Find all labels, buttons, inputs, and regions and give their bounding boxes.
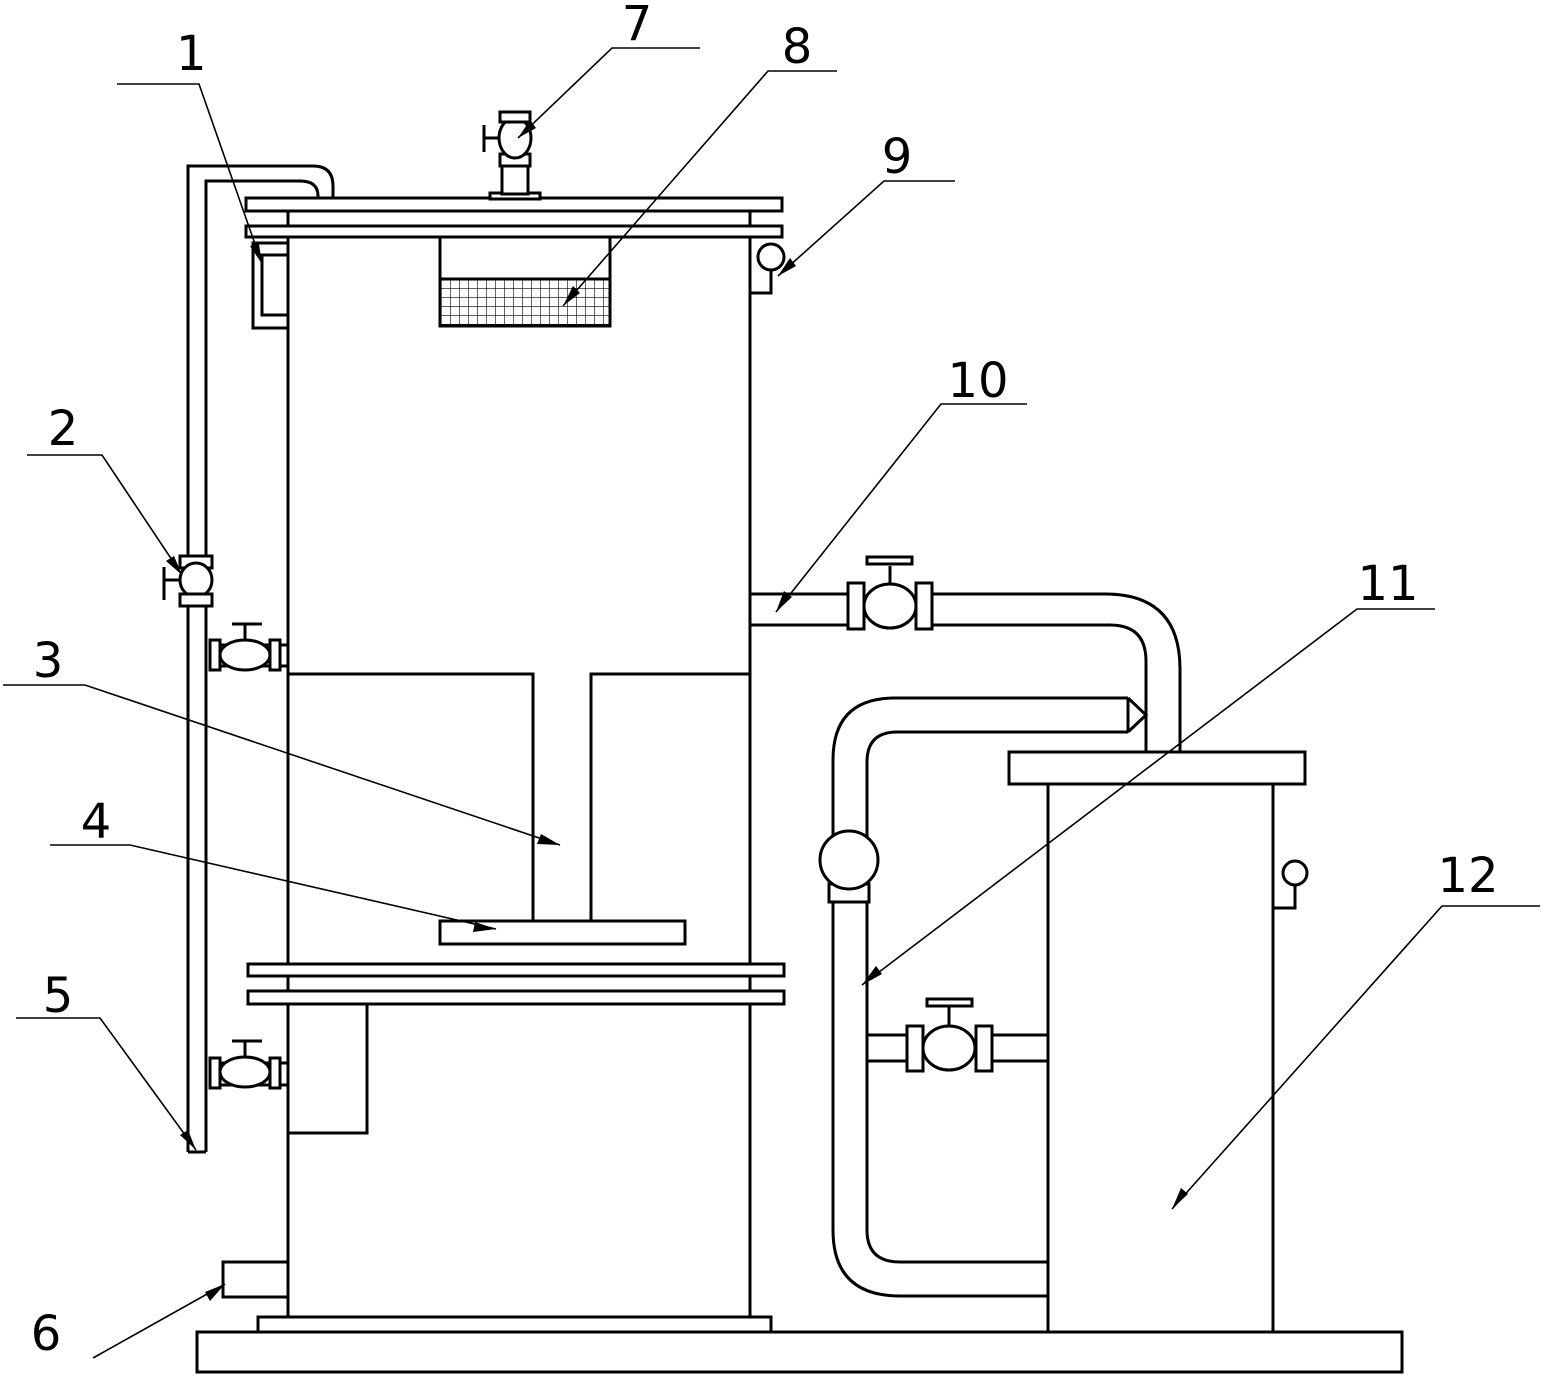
label-11: 11 (1357, 556, 1418, 612)
number-labels: 1 2 3 4 5 6 7 8 9 10 11 12 (31, 0, 1499, 1362)
distribution-plate (438, 919, 687, 946)
label-4: 4 (81, 794, 112, 850)
pressure-gauge-main (750, 242, 786, 295)
label-7: 7 (622, 0, 653, 52)
base-plate (195, 1315, 1404, 1374)
top-valve (482, 110, 542, 201)
label-5: 5 (43, 968, 74, 1024)
label-12: 12 (1437, 848, 1498, 904)
lower-side-valve (208, 1039, 288, 1090)
level-gauge (251, 241, 290, 330)
label-1: 1 (176, 26, 207, 82)
riser-valve (162, 554, 214, 608)
label-9: 9 (882, 129, 913, 185)
label-3: 3 (33, 633, 64, 689)
transfer-pipe (750, 555, 1182, 752)
secondary-tank (1007, 750, 1309, 1332)
upper-side-valve (208, 622, 288, 672)
main-tank (244, 196, 786, 1317)
label-6: 6 (31, 1306, 62, 1362)
bottom-outlet (221, 1260, 288, 1299)
leader-lines (3, 47, 1540, 1359)
label-8: 8 (782, 19, 813, 75)
left-riser-pipe (186, 164, 335, 1154)
return-loop-pipe (818, 696, 1149, 1298)
leader-arrowheads (166, 120, 1188, 1301)
label-10: 10 (947, 353, 1008, 409)
label-2: 2 (48, 401, 79, 457)
